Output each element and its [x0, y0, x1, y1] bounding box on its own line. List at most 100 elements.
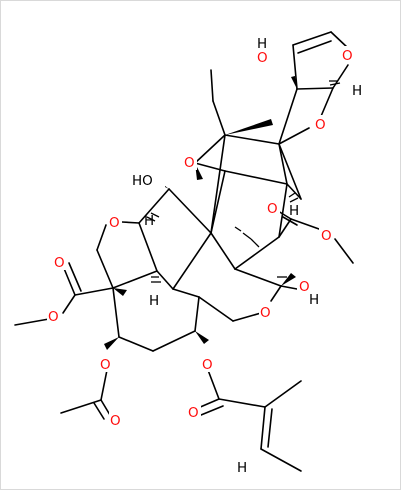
- oxygen-label: O: [188, 405, 199, 421]
- label-backdrop: [53, 253, 67, 270]
- oxygen-label: O: [48, 309, 59, 325]
- bond: [62, 265, 76, 296]
- label-backdrop: [201, 355, 215, 372]
- bond: [334, 238, 354, 264]
- bond: [218, 398, 266, 408]
- bond: [260, 406, 266, 450]
- bond: [260, 448, 302, 472]
- bond: [138, 188, 170, 224]
- bond: [278, 127, 310, 145]
- hydrogen-label: H: [144, 213, 154, 229]
- bond: [278, 143, 288, 185]
- atom-labels: O H O H O O HO H O O H O O O H H O O O O: [47, 35, 362, 476]
- label-backdrop: [259, 303, 273, 320]
- bond: [278, 183, 288, 238]
- oxygen-label: O: [100, 357, 111, 373]
- bond: [210, 170, 226, 234]
- oxygen-label: O: [257, 50, 268, 66]
- oxygen-label: O: [54, 255, 65, 271]
- label-backdrop: [297, 277, 329, 307]
- bond: [286, 183, 302, 200]
- hydrogen-label: H: [309, 292, 319, 308]
- bond: [207, 369, 220, 400]
- bond: [172, 288, 200, 298]
- bond: [156, 270, 174, 290]
- bond: [296, 87, 334, 90]
- bond: [168, 188, 212, 234]
- bond: [278, 143, 302, 200]
- bond: [93, 402, 105, 420]
- label-backdrop: [131, 171, 165, 188]
- label-backdrop: [108, 213, 122, 230]
- bond: [212, 100, 226, 136]
- bond: [14, 318, 50, 326]
- hydrogen-label: H: [257, 36, 267, 52]
- bond: [282, 216, 298, 226]
- bond: [197, 398, 220, 409]
- bond: [210, 232, 236, 270]
- bonds: [14, 31, 354, 472]
- bond: [234, 236, 280, 270]
- label-backdrop: [319, 226, 333, 243]
- bond: [96, 224, 107, 251]
- bond: [234, 268, 282, 287]
- wedge-bond: [291, 76, 297, 89]
- bond: [112, 287, 120, 338]
- bond: [172, 232, 212, 290]
- hash-bond: [329, 82, 341, 86]
- label-backdrop: [266, 199, 280, 216]
- label-backdrop: [187, 403, 201, 420]
- oxygen-label: O: [315, 117, 326, 133]
- bond: [194, 296, 200, 332]
- wedge-bond: [225, 119, 273, 135]
- oxygen-label: O: [202, 357, 213, 373]
- label-backdrop: [183, 153, 197, 170]
- oxygen-label: O: [110, 413, 121, 429]
- bond: [112, 270, 158, 289]
- bond: [152, 330, 196, 352]
- bond: [292, 31, 332, 46]
- wedge-bond: [104, 337, 119, 350]
- wedge-bond: [195, 331, 209, 344]
- bond: [224, 170, 288, 185]
- bond: [100, 369, 108, 401]
- bond: [210, 69, 214, 102]
- bond: [194, 162, 226, 172]
- bond: [96, 249, 114, 289]
- bond: [74, 287, 114, 296]
- bond: [194, 134, 226, 164]
- oxygen-label: O: [184, 155, 195, 171]
- hydrogen-label: H: [149, 293, 159, 309]
- hydroxyl-label: HO: [132, 173, 153, 189]
- bond: [60, 399, 102, 414]
- bond: [224, 134, 280, 145]
- bond: [62, 294, 76, 314]
- hydrogen-label: H: [237, 460, 247, 476]
- hash-bond: [150, 212, 160, 218]
- bond: [210, 134, 226, 234]
- label-backdrop: [251, 35, 281, 63]
- bond: [200, 405, 224, 416]
- oxygen-label: O: [260, 305, 271, 321]
- hash-bond: [288, 192, 296, 198]
- oxygen-label: O: [109, 215, 120, 231]
- hydrogen-label: H: [289, 203, 299, 219]
- bond: [292, 44, 298, 90]
- wedge-bond: [281, 273, 296, 286]
- oxygen-label: O: [299, 279, 310, 295]
- oxygen-label: O: [321, 228, 332, 244]
- bond: [100, 399, 111, 416]
- hashed-bonds: [146, 80, 341, 283]
- label-backdrop: [99, 355, 113, 372]
- bond: [278, 88, 298, 145]
- bond: [278, 218, 292, 238]
- bond: [267, 408, 273, 448]
- bond: [198, 296, 234, 322]
- bond: [270, 285, 282, 302]
- label-backdrop: [109, 411, 123, 428]
- label-backdrop: [341, 46, 355, 63]
- label-backdrop: [313, 115, 327, 132]
- bond: [121, 221, 140, 224]
